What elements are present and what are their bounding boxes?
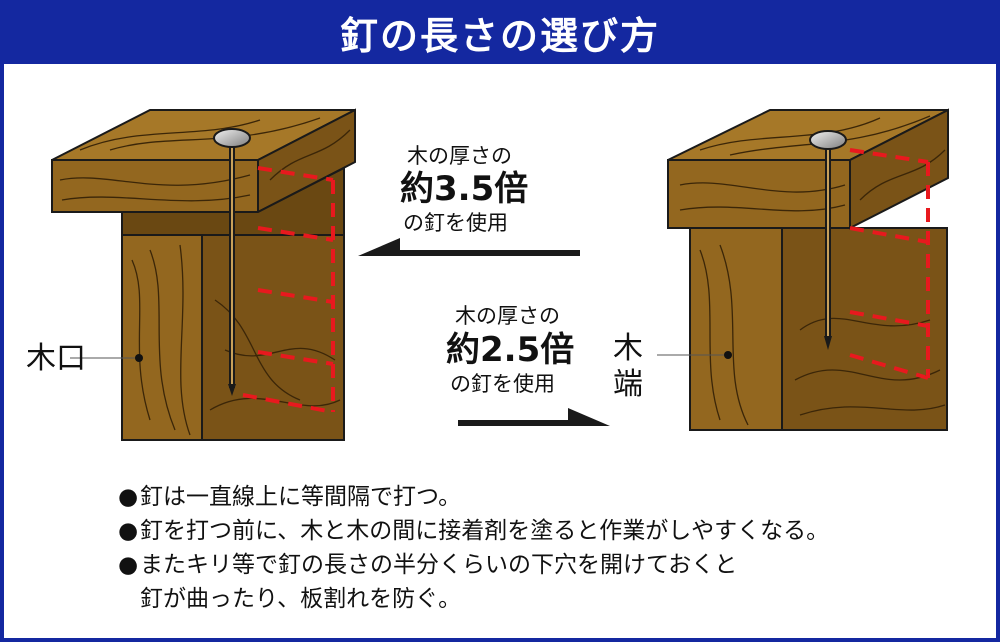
note-item-2: ● 釘を打つ前に、木と木の間に接着剤を塗ると作業がしやすくなる。 bbox=[118, 514, 978, 548]
right-post-side bbox=[781, 227, 948, 431]
left-board-underside bbox=[121, 166, 345, 236]
bullet-icon: ● bbox=[118, 552, 139, 578]
left-label: 木口 bbox=[26, 341, 86, 376]
left-nail-head bbox=[213, 128, 251, 148]
right-post-front bbox=[689, 227, 783, 431]
callout-top: 木の厚さの 約3.5倍 の釘を使用 bbox=[400, 144, 528, 235]
note-item-3: ● またキリ等で釘の長さの半分くらいの下穴を開けておくと bbox=[118, 548, 978, 582]
left-dash-guide bbox=[242, 166, 335, 414]
note-text-3: またキリ等で釘の長さの半分くらいの下穴を開けておくと bbox=[140, 552, 738, 578]
right-dash-guide bbox=[849, 148, 930, 380]
callout-bottom-line1: 木の厚さの bbox=[455, 304, 560, 328]
callout-bottom: 木の厚さの 約2.5倍 の釘を使用 bbox=[446, 304, 574, 396]
callout-top-line3: の釘を使用 bbox=[403, 211, 508, 235]
callout-bottom-line3: の釘を使用 bbox=[450, 372, 555, 396]
arrow-left bbox=[358, 238, 580, 256]
right-pointer-dot bbox=[724, 351, 732, 359]
left-wood-assembly bbox=[51, 108, 356, 441]
left-board-grain bbox=[59, 117, 351, 202]
callout-top-line2: 約3.5倍 bbox=[400, 169, 528, 209]
note-item-1: ● 釘は一直線上に等間隔で打つ。 bbox=[118, 480, 978, 514]
note-text-1: 釘は一直線上に等間隔で打つ。 bbox=[140, 484, 462, 510]
right-post-grain bbox=[699, 244, 946, 426]
arrow-right bbox=[458, 408, 610, 426]
right-label-top: 木 bbox=[613, 331, 643, 366]
right-wood-assembly bbox=[667, 108, 949, 431]
left-board-front bbox=[51, 159, 259, 213]
notes-list: ● 釘は一直線上に等間隔で打つ。 ● 釘を打つ前に、木と木の間に接着剤を塗ると作… bbox=[118, 480, 978, 616]
left-board-end bbox=[257, 108, 356, 214]
callout-bottom-line2: 約2.5倍 bbox=[446, 330, 574, 370]
page-title: 釘の長さの選び方 bbox=[339, 13, 660, 58]
note-text-2: 釘を打つ前に、木と木の間に接着剤を塗ると作業がしやすくなる。 bbox=[140, 518, 830, 544]
bullet-icon: ● bbox=[118, 484, 139, 510]
bullet-icon: ● bbox=[118, 518, 139, 544]
title-banner: 釘の長さの選び方 bbox=[0, 0, 1000, 64]
right-nail-head bbox=[809, 130, 847, 150]
callout-top-line1: 木の厚さの bbox=[407, 144, 512, 168]
diagram-illustration: 木口 bbox=[26, 108, 949, 441]
left-post-grain bbox=[131, 244, 341, 436]
note-item-3-continued: 釘が曲ったり、板割れを防ぐ。 bbox=[140, 586, 462, 612]
left-pointer-dot bbox=[135, 354, 143, 362]
right-board-front bbox=[667, 159, 851, 229]
right-label-bottom: 端 bbox=[613, 367, 643, 402]
right-board-end bbox=[849, 108, 949, 230]
